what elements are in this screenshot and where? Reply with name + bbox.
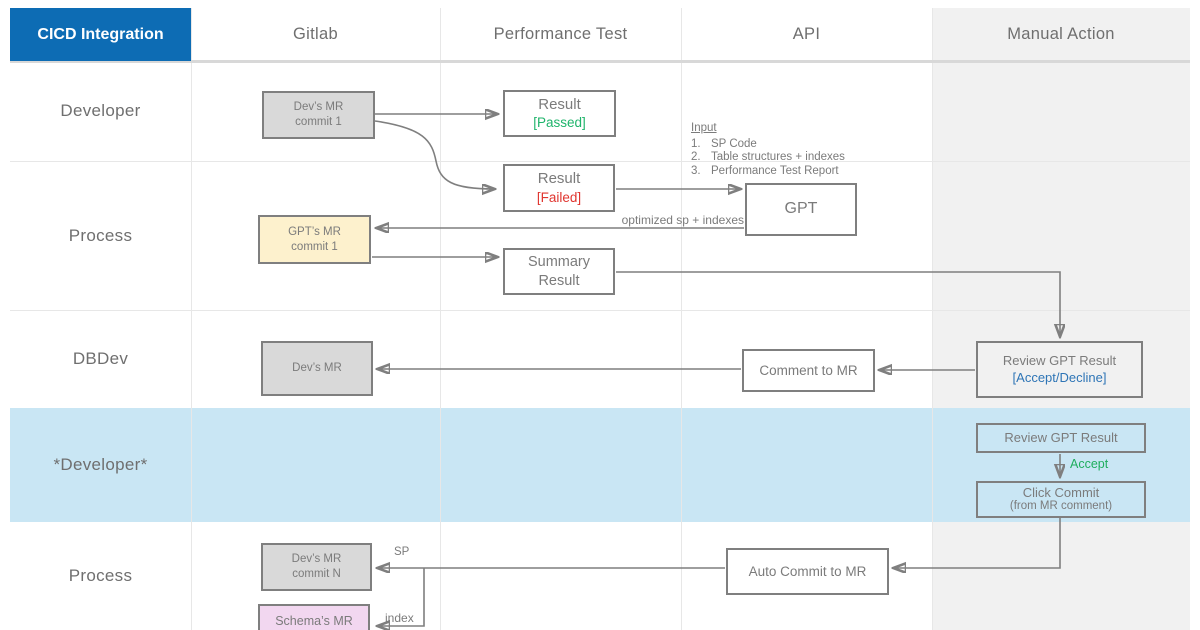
node-result-passed: Result [Passed] [503, 90, 616, 137]
node-text: Summary [527, 253, 591, 270]
lane-label-developer-manual: *Developer* [53, 455, 148, 474]
status-failed: [Failed] [536, 189, 582, 205]
node-text: Result [538, 95, 581, 113]
input-item: Performance Test Report [711, 164, 839, 177]
node-dev-mr: Dev’s MR [261, 341, 373, 396]
column-header-gitlab: Gitlab [293, 25, 338, 43]
arrow-label-index: index [385, 611, 414, 625]
column-header-api: API [792, 25, 821, 43]
node-summary-result: Summary Result [503, 248, 615, 295]
lane-label-developer: Developer [60, 101, 141, 120]
lane-label-process: Process [68, 225, 133, 245]
node-text: commit 1 [295, 116, 342, 128]
lane-label-dbdev: DBDev [72, 349, 129, 368]
node-text: GPT’s MR [288, 225, 341, 238]
node-gpt-mr-commit1: GPT’s MR commit 1 [258, 215, 371, 264]
input-list-items: SP Code Table structures + indexes Perfo… [691, 138, 881, 179]
node-text: GPT [784, 200, 818, 218]
input-list: Input SP Code Table structures + indexes… [691, 122, 881, 178]
grid-hline-2 [10, 310, 1190, 311]
node-dev-mr-commitN: Dev’s MR commit N [261, 543, 372, 591]
grid-vline-1 [191, 8, 192, 630]
node-text: Schema’s MR [275, 613, 353, 628]
node-review-gpt-result: Review GPT Result [976, 423, 1146, 453]
node-text: commit 1 [291, 240, 338, 253]
node-text: Auto Commit to MR [748, 563, 867, 579]
node-comment-to-mr: Comment to MR [742, 349, 875, 392]
column-header-performance-test: Performance Test [493, 25, 628, 43]
diagram-title: CICD Integration [10, 8, 191, 61]
input-list-title: Input [691, 122, 717, 134]
node-text: Click Commit [1022, 484, 1100, 500]
input-item: Table structures + indexes [711, 151, 845, 163]
node-result-failed: Result [Failed] [503, 164, 615, 212]
input-item: SP Code [711, 137, 757, 150]
node-text: Review GPT Result [1002, 352, 1117, 368]
arrow-label-accept: Accept [1070, 457, 1109, 471]
column-header-manual-action: Manual Action [1007, 25, 1115, 43]
node-gpt: GPT [745, 183, 857, 236]
node-text: Dev’s MR [291, 553, 342, 566]
header-separator-line [10, 60, 1190, 63]
node-auto-commit-to-mr: Auto Commit to MR [726, 548, 889, 595]
manual-action-column-background [932, 8, 1190, 630]
node-text: Result [537, 170, 581, 188]
decision-accept-decline: [Accept/Decline] [1012, 369, 1107, 385]
grid-vline-4 [932, 8, 933, 630]
arrow-devmr1-to-result-failed [374, 120, 494, 189]
arrow-label-optimized-sp: optimized sp + indexes [621, 213, 744, 227]
grid-hline-1 [10, 161, 1190, 162]
node-text: Dev’s MR [292, 362, 342, 375]
grid-vline-2 [440, 8, 441, 630]
developer-highlight-lane-background [10, 408, 1190, 522]
node-text: (from MR comment) [1009, 500, 1113, 513]
node-text: Comment to MR [759, 362, 858, 378]
node-schema-mr: Schema’s MR [258, 604, 370, 630]
node-text: commit N [292, 568, 341, 580]
node-text: Result [538, 272, 580, 289]
node-click-commit: Click Commit (from MR comment) [976, 481, 1146, 518]
node-dev-mr-commit1: Dev’s MR commit 1 [262, 91, 375, 139]
node-text: Review GPT Result [1004, 429, 1118, 445]
grid-vline-3 [681, 8, 682, 630]
arrow-label-sp: SP [394, 546, 410, 558]
node-review-gpt-result-decision: Review GPT Result [Accept/Decline] [976, 341, 1143, 398]
status-passed: [Passed] [533, 115, 586, 131]
lane-label-process-2: Process [68, 566, 133, 585]
node-text: Dev’s MR [293, 101, 344, 114]
